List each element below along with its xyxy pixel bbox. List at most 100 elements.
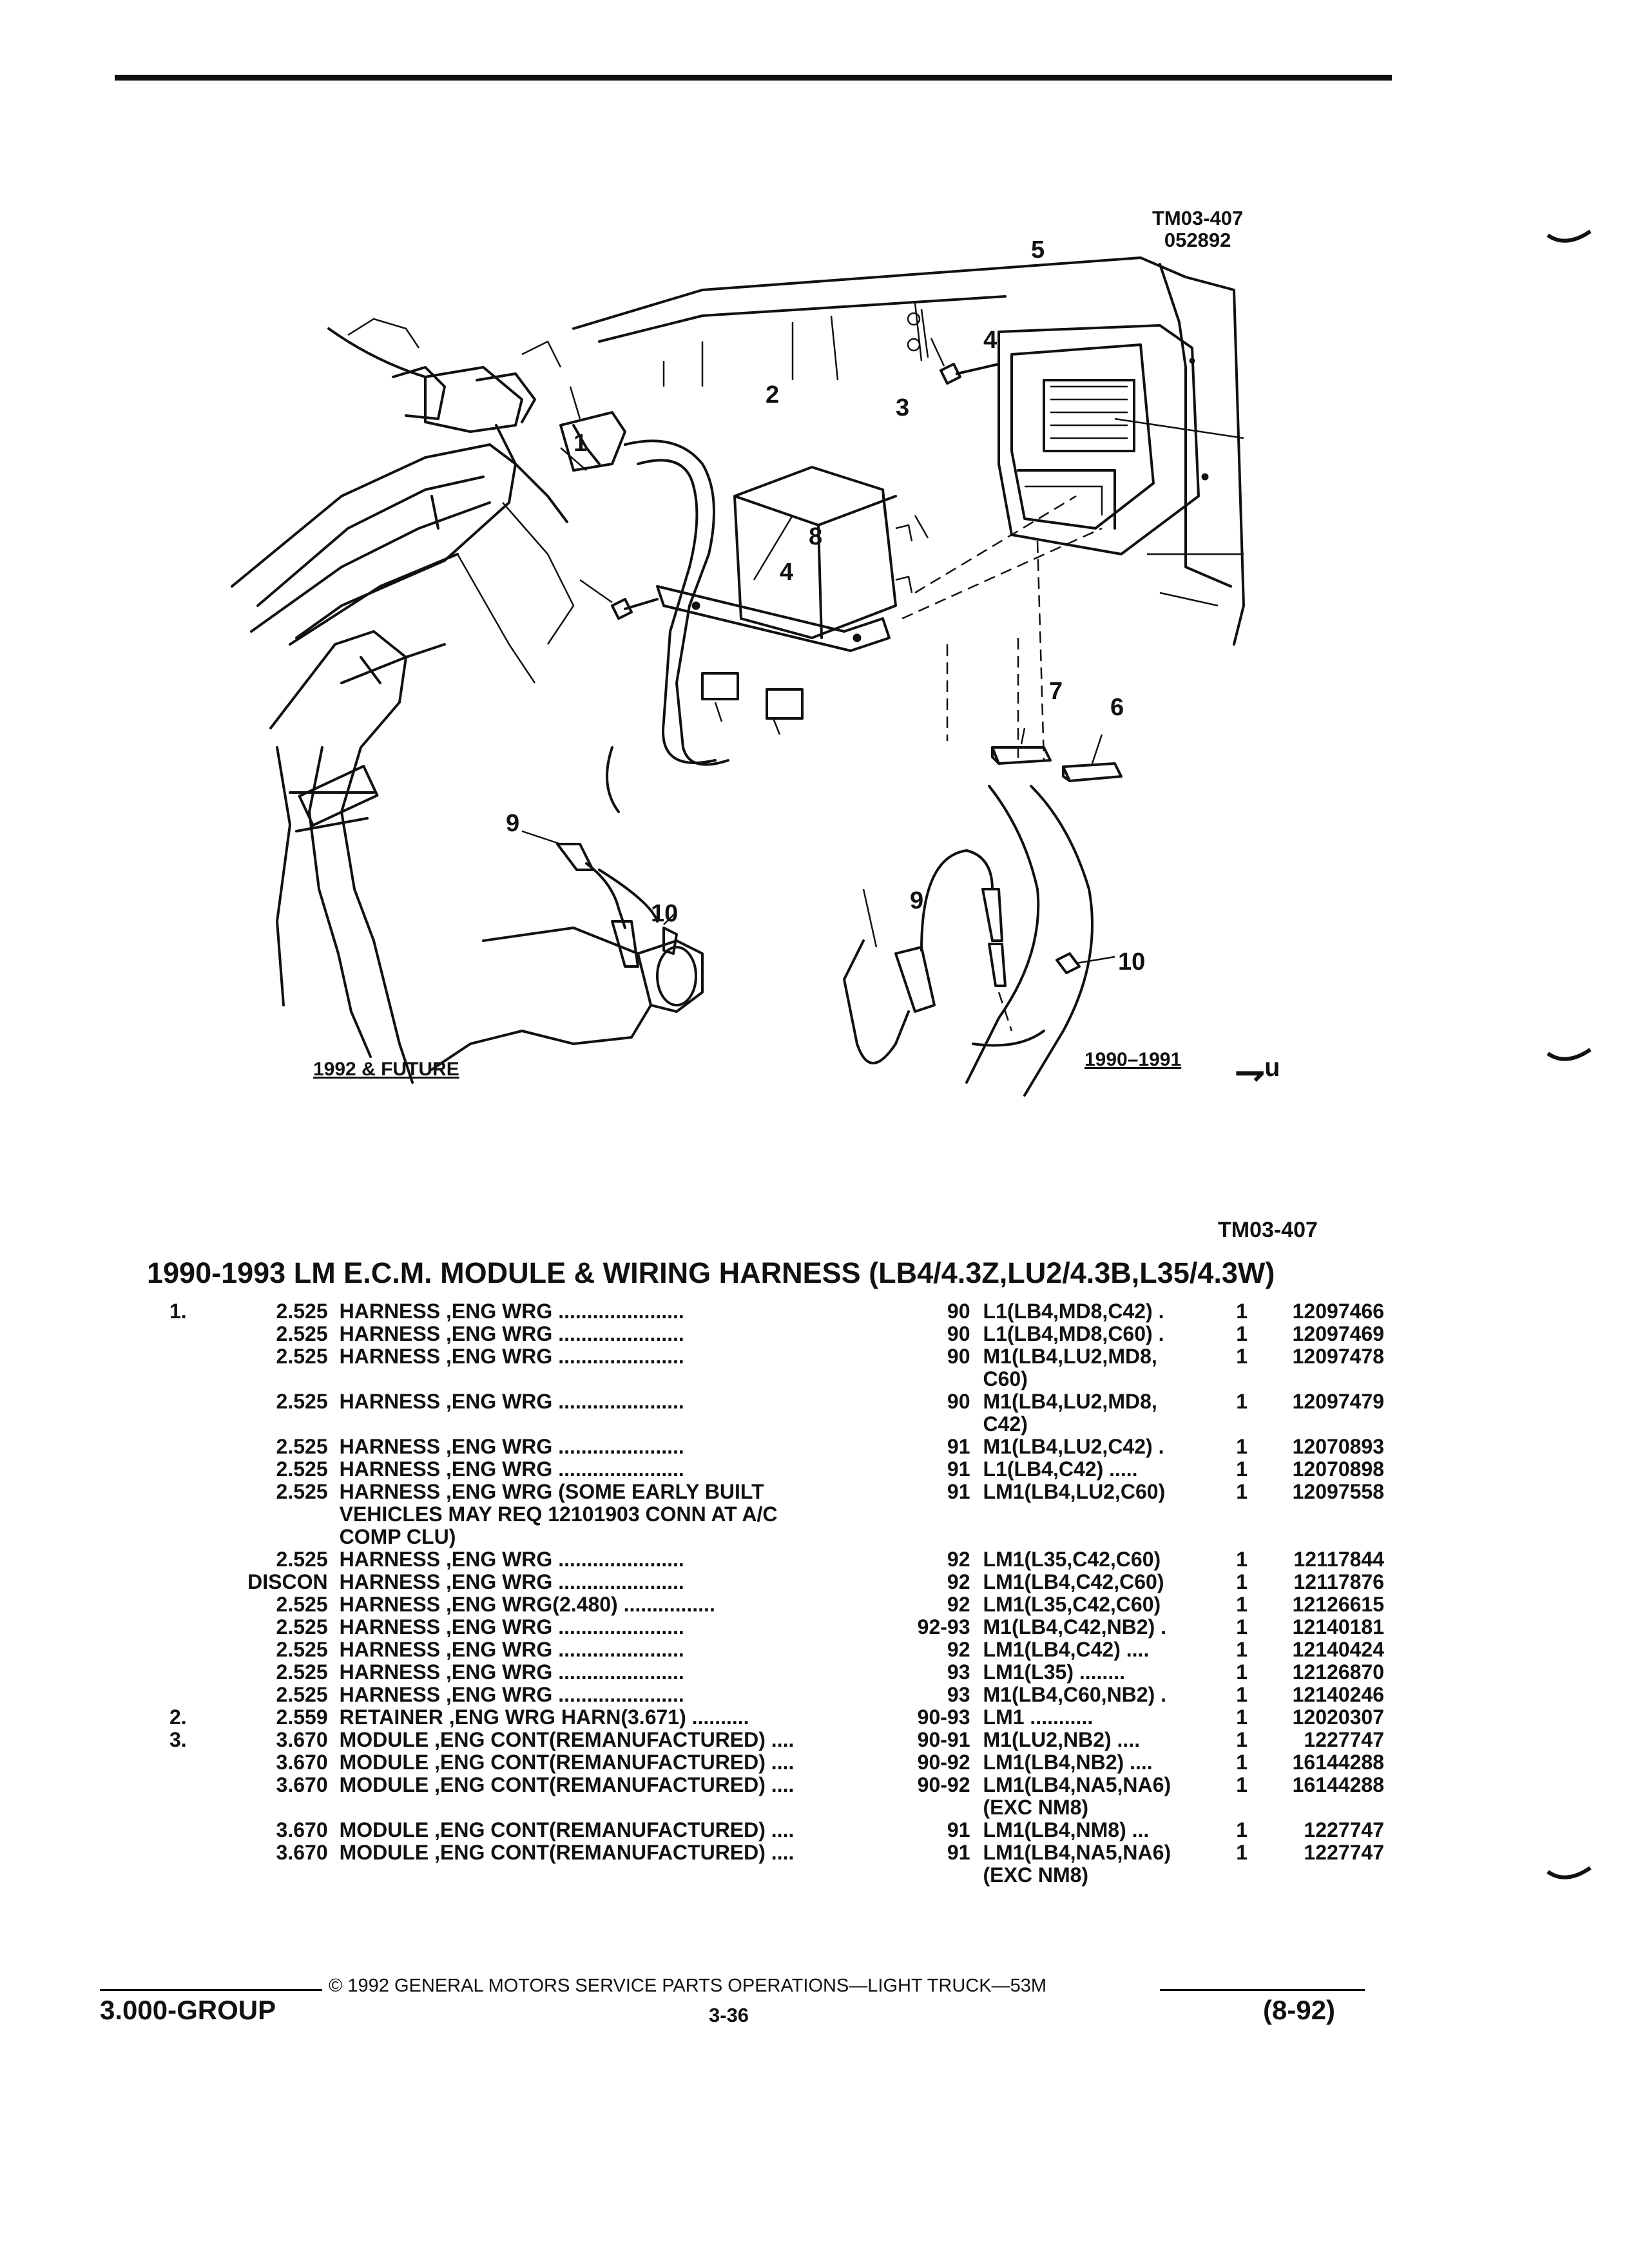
part-number: 12117876: [1293, 1570, 1384, 1593]
part-quantity: 1: [1236, 1480, 1248, 1503]
part-quantity: 1: [1236, 1818, 1248, 1841]
part-quantity: 1: [1236, 1322, 1248, 1345]
part-key: [147, 1458, 247, 1481]
table-row: 2.525 HARNESS ,ENG WRG(2.480) ...........…: [147, 1593, 1384, 1616]
part-year: 91: [947, 1841, 970, 1864]
part-year: 91: [947, 1818, 970, 1841]
part-application: L1(LB4,C42) .....: [983, 1458, 1233, 1481]
figure-code-line1: TM03-407: [1152, 207, 1244, 229]
callout-8: 8: [809, 523, 822, 550]
part-year: 93: [947, 1683, 970, 1706]
part-application: LM1(LB4,C42,C60): [983, 1571, 1233, 1593]
part-code: 3.670: [276, 1841, 328, 1864]
part-description: HARNESS ,ENG WRG ......................: [340, 1345, 905, 1390]
part-description: HARNESS ,ENG WRG ......................: [340, 1548, 905, 1571]
part-quantity: 1: [1236, 1300, 1248, 1323]
description-line: HARNESS ,ENG WRG ......................: [339, 1390, 684, 1413]
application-line: LM1(LB4,NM8) ...: [983, 1818, 1150, 1841]
part-number: 16144288: [1292, 1773, 1384, 1796]
margin-mark-icon: [1547, 229, 1592, 243]
part-year: 93: [947, 1660, 970, 1684]
callout-7: 7: [1049, 678, 1063, 705]
part-key: [147, 1345, 247, 1390]
application-line: C60): [983, 1367, 1028, 1390]
part-description: HARNESS ,ENG WRG ......................: [340, 1390, 905, 1436]
part-description: HARNESS ,ENG WRG ......................: [340, 1661, 905, 1684]
application-line: LM1(LB4,NB2) ....: [983, 1751, 1153, 1774]
part-number: 12140246: [1292, 1683, 1384, 1706]
callout-9-left: 9: [506, 810, 519, 837]
description-line: HARNESS ,ENG WRG ......................: [339, 1570, 684, 1593]
table-row: 2.525 HARNESS ,ENG WRG ..................…: [147, 1323, 1384, 1345]
description-line: HARNESS ,ENG WRG ......................: [339, 1660, 684, 1684]
part-code: 3.670: [276, 1773, 328, 1796]
part-quantity: 1: [1236, 1683, 1248, 1706]
part-year: 90-91: [917, 1728, 970, 1751]
description-line: VEHICLES MAY REQ 12101903 CONN AT A/C: [339, 1503, 778, 1526]
table-row: 3.670 MODULE ,ENG CONT(REMANUFACTURED) ..…: [147, 1841, 1384, 1887]
part-description: MODULE ,ENG CONT(REMANUFACTURED) ....: [340, 1841, 905, 1887]
callout-2: 2: [766, 381, 779, 408]
part-application: M1(LB4,C60,NB2) .: [983, 1684, 1233, 1706]
part-number: 12097479: [1292, 1390, 1384, 1413]
part-quantity: 1: [1236, 1751, 1248, 1774]
part-year: 90: [947, 1322, 970, 1345]
exploded-parts-diagram: 1 2 3 4 4 5 6 7 8 9 10 9 10: [231, 236, 1245, 1097]
application-line: M1(LB4,LU2,MD8,: [983, 1390, 1157, 1413]
application-line: L1(LB4,MD8,C42) .: [983, 1300, 1164, 1323]
application-line: M1(LB4,C42,NB2) .: [983, 1615, 1167, 1639]
part-code: 2.525: [276, 1593, 328, 1616]
page-number: 3-36: [709, 2004, 749, 2026]
part-code: 2.525: [276, 1660, 328, 1684]
part-quantity: 1: [1236, 1660, 1248, 1684]
part-key: [147, 1819, 247, 1841]
footer-rule-left: [100, 1989, 322, 1991]
part-code: 2.525: [276, 1480, 328, 1503]
part-description: HARNESS ,ENG WRG(2.480) ................: [340, 1593, 905, 1616]
part-key: [147, 1481, 247, 1548]
part-description: MODULE ,ENG CONT(REMANUFACTURED) ....: [340, 1819, 905, 1841]
table-row: 2.525 HARNESS ,ENG WRG ..................…: [147, 1661, 1384, 1684]
application-line: LM1(LB4,NA5,NA6): [983, 1773, 1171, 1796]
part-code: 2.559: [276, 1706, 328, 1729]
part-key: 3.: [169, 1728, 187, 1751]
part-year: 90-92: [917, 1751, 970, 1774]
part-year: 92: [947, 1548, 970, 1571]
application-line: (EXC NM8): [983, 1796, 1089, 1819]
part-code: 2.525: [276, 1435, 328, 1458]
description-line: HARNESS ,ENG WRG(2.480) ................: [339, 1593, 715, 1616]
part-application: LM1(L35,C42,C60): [983, 1593, 1233, 1616]
part-application: LM1(LB4,NB2) ....: [983, 1751, 1233, 1774]
part-application: L1(LB4,MD8,C42) .: [983, 1300, 1233, 1323]
part-description: MODULE ,ENG CONT(REMANUFACTURED) ....: [340, 1751, 905, 1774]
part-number: 12070893: [1292, 1435, 1384, 1458]
application-line: LM1(L35) ........: [983, 1660, 1125, 1684]
part-key: [147, 1841, 247, 1887]
part-year: 90: [947, 1300, 970, 1323]
part-number: 12097558: [1292, 1480, 1384, 1503]
application-line: C42): [983, 1412, 1028, 1436]
part-code: 2.525: [276, 1615, 328, 1639]
description-line: HARNESS ,ENG WRG ......................: [339, 1683, 684, 1706]
part-quantity: 1: [1236, 1390, 1248, 1413]
application-line: M1(LB4,C60,NB2) .: [983, 1683, 1167, 1706]
description-line: HARNESS ,ENG WRG ......................: [339, 1638, 684, 1661]
part-description: HARNESS ,ENG WRG ......................: [340, 1300, 905, 1323]
part-code: 2.525: [276, 1548, 328, 1571]
part-code: 2.525: [276, 1300, 328, 1323]
description-line: MODULE ,ENG CONT(REMANUFACTURED) ....: [339, 1751, 795, 1774]
footer-copyright: © 1992 GENERAL MOTORS SERVICE PARTS OPER…: [329, 1975, 1046, 1996]
part-code: 3.670: [276, 1818, 328, 1841]
description-line: HARNESS ,ENG WRG ......................: [339, 1322, 684, 1345]
footer-rule-right: [1160, 1989, 1365, 1991]
part-code: 2.525: [276, 1322, 328, 1345]
application-line: LM1(LB4,C42,C60): [983, 1570, 1164, 1593]
callout-10-left: 10: [651, 900, 678, 927]
callout-4-lower: 4: [780, 559, 793, 586]
part-quantity: 1: [1236, 1457, 1248, 1481]
